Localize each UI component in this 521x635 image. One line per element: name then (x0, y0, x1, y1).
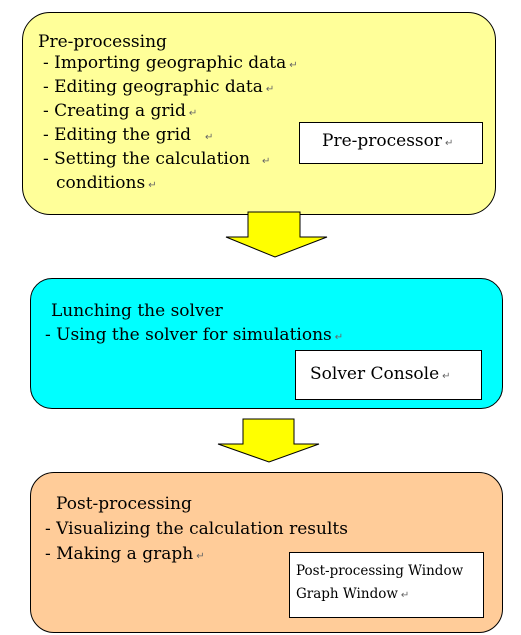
preprocessing-item: - Editing geographic data↵ (43, 77, 275, 97)
solver-panel: Lunching the solver - Using the solver f… (30, 278, 503, 409)
postprocessing-panel: Post-processing - Visualizing the calcul… (30, 472, 503, 633)
return-mark-icon: ↵ (196, 551, 205, 562)
return-mark-icon: ↵ (442, 371, 451, 382)
postprocessing-title: Post-processing (56, 494, 192, 514)
return-mark-icon: ↵ (289, 60, 298, 71)
return-mark-icon: ↵ (148, 180, 157, 191)
preprocessing-item: - Setting the calculation↵ (43, 149, 271, 169)
down-arrow-shape (225, 211, 328, 258)
return-mark-icon: ↵ (265, 84, 275, 95)
preprocessing-panel: Pre-processing - Importing geographic da… (22, 12, 496, 215)
solver-console-label: Solver Console↵ (310, 364, 451, 384)
down-arrow-icon (217, 418, 320, 463)
preprocessing-item: - Creating a grid↵ (43, 101, 198, 121)
preprocessor-label: Pre-processor↵ (322, 131, 454, 151)
preprocessing-item: - Importing geographic data↵ (43, 53, 298, 73)
down-arrow-icon (225, 211, 328, 258)
preprocessing-title: Pre-processing (38, 32, 167, 52)
down-arrow-shape (217, 418, 320, 463)
preprocessing-item: - Editing the grid↵ (43, 125, 214, 145)
graph-window-label: Graph Window↵ (296, 586, 410, 602)
preprocessor-box: Pre-processor↵ (299, 122, 483, 164)
return-mark-icon: ↵ (188, 108, 198, 119)
return-mark-icon: ↵ (204, 132, 214, 143)
return-mark-icon: ↵ (334, 332, 344, 343)
postprocessing-tools-box: Post-processing Window Graph Window↵ (289, 552, 484, 618)
solver-title: Lunching the solver (51, 301, 223, 321)
solver-item: - Using the solver for simulations↵ (45, 325, 344, 345)
solver-console-box: Solver Console↵ (295, 350, 482, 400)
return-mark-icon: ↵ (262, 156, 271, 167)
postprocessing-item: - Visualizing the calculation results (45, 519, 348, 539)
return-mark-icon: ↵ (400, 590, 410, 601)
return-mark-icon: ↵ (445, 138, 454, 149)
postprocessing-window-label: Post-processing Window (296, 563, 464, 579)
postprocessing-item: - Making a graph↵ (45, 544, 205, 564)
preprocessing-item: conditions↵ (56, 173, 157, 193)
